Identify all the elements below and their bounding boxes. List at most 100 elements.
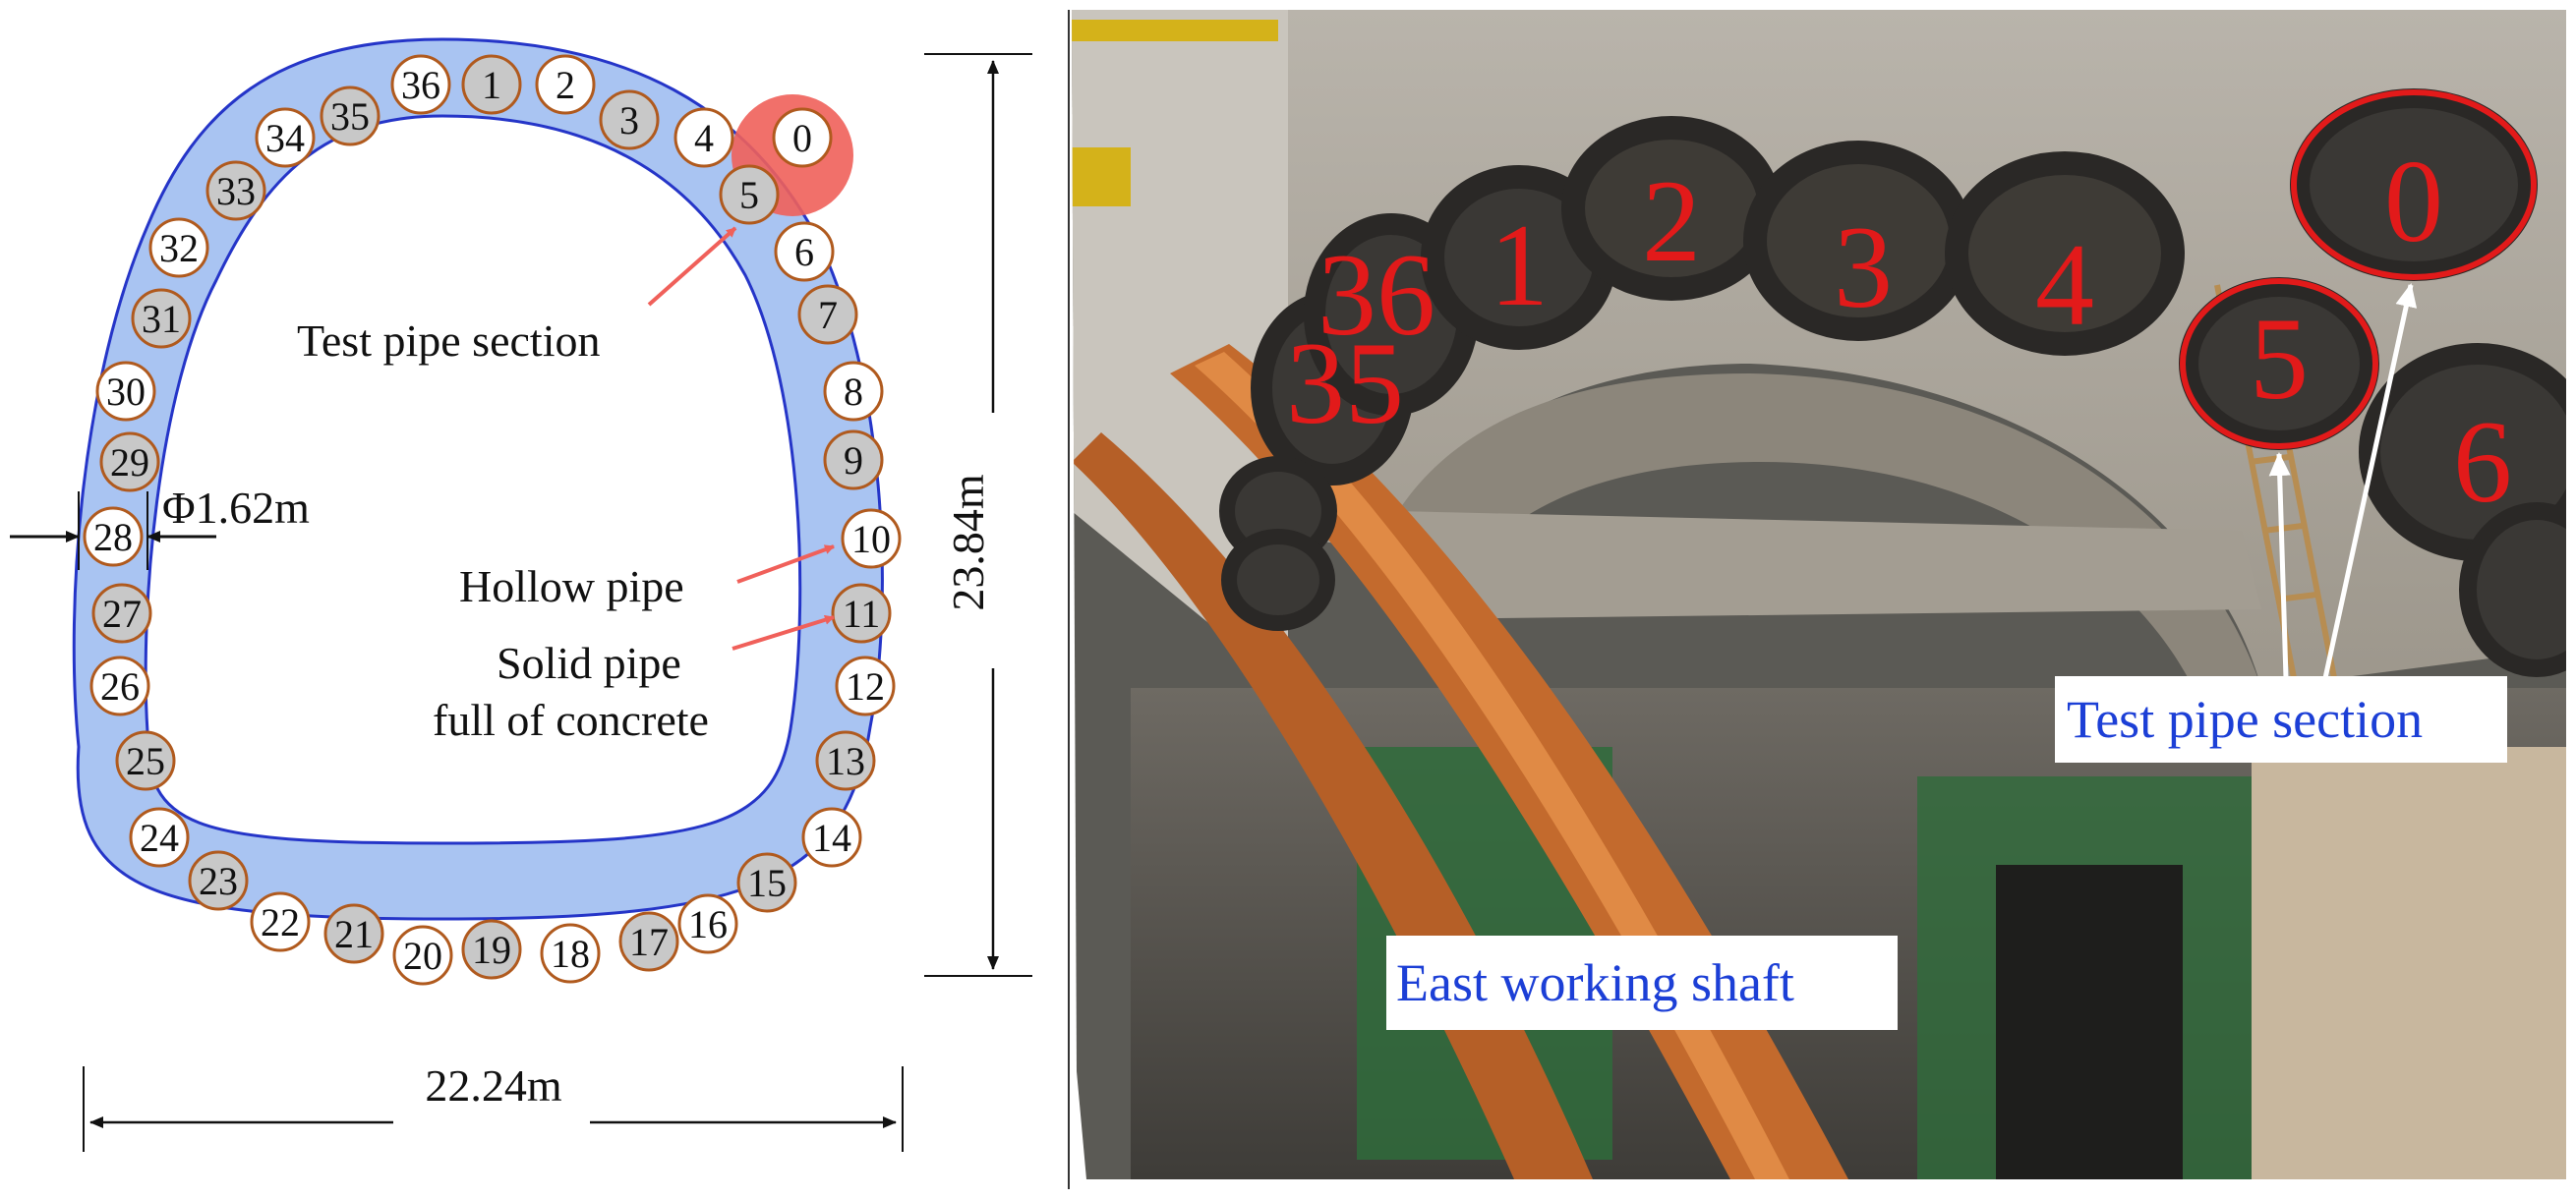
pipe-circle	[719, 164, 780, 225]
pipe-number: 35	[330, 94, 370, 139]
pipe-circle	[835, 656, 896, 716]
pipe-29: 29	[99, 431, 160, 492]
pipe-12: 12	[835, 656, 896, 716]
photo-pipe-number-2: 2	[1642, 155, 1701, 286]
pipe-9: 9	[823, 429, 884, 490]
pipe-number: 34	[265, 116, 305, 160]
pipe-number: 36	[401, 63, 440, 107]
test-section-label: Test pipe section	[297, 315, 600, 366]
pipe-circle	[115, 730, 176, 791]
concrete-ceiling	[1072, 10, 2566, 688]
test-pipe-5-outline	[2180, 278, 2378, 449]
pipe-35: 35	[320, 86, 381, 146]
pipe-36: 36	[390, 54, 451, 115]
pipe-6: 6	[774, 221, 835, 282]
pipe-number: 19	[472, 928, 511, 972]
pipe-number: 29	[110, 440, 149, 485]
photo-pipe-number-35: 35	[1286, 317, 1404, 448]
width-dimension: 22.24m	[83, 1060, 904, 1152]
pipe-25: 25	[115, 730, 176, 791]
pipe-28: 28	[83, 506, 144, 567]
pipe-circle	[535, 54, 596, 115]
pipe-openings	[1219, 88, 2566, 677]
pipe-number: 7	[818, 293, 838, 337]
pipe-circle	[831, 583, 892, 644]
pipe-number: 33	[216, 169, 256, 213]
photo-test-section-caption: Test pipe section	[2067, 690, 2423, 749]
pipe-27: 27	[91, 583, 152, 644]
pipe-18: 18	[540, 923, 601, 984]
solid-pipe-label-line1: Solid pipe	[497, 638, 681, 688]
pipe-23: 23	[188, 850, 249, 911]
pipe-circle	[823, 361, 884, 422]
pipe-10: 10	[841, 508, 902, 569]
test-arrow-to-0	[2322, 283, 2418, 679]
pipe-number: 24	[140, 816, 179, 860]
pipe-15: 15	[736, 852, 797, 913]
pipe-3: 3	[599, 89, 660, 150]
pipe-number: 22	[261, 900, 300, 944]
pipe-number: 28	[93, 515, 133, 559]
pipe-number: 15	[747, 861, 787, 905]
pipe-circle	[392, 925, 453, 986]
pipe-number: 12	[846, 664, 885, 709]
pipe-circle	[815, 730, 876, 791]
height-dimension: 23.84m	[924, 53, 1032, 977]
pipe-number: 1	[482, 63, 501, 107]
pipe-number: 11	[843, 592, 881, 636]
horizontal-beam	[1396, 511, 2261, 619]
pipe-circle	[736, 852, 797, 913]
pipe-circle	[677, 893, 738, 954]
pipe-number: 17	[629, 920, 669, 964]
pipe-22: 22	[250, 891, 311, 952]
pipe-number: 4	[694, 116, 714, 160]
arch-beam	[1376, 373, 2261, 708]
pipe-circle	[99, 431, 160, 492]
pipe-33: 33	[205, 160, 266, 221]
pipe-circle	[255, 107, 316, 168]
pipe-20: 20	[392, 925, 453, 986]
pipe-circle	[823, 429, 884, 490]
pipe-circle	[323, 903, 384, 964]
pipe-0: 0	[772, 107, 833, 168]
pipe-circle	[797, 284, 858, 345]
pipe-number: 5	[739, 173, 759, 217]
pipe-circle	[618, 911, 679, 972]
pipe-7: 7	[797, 284, 858, 345]
pipe-24: 24	[129, 807, 190, 868]
diameter-dimension: Φ1.62m	[10, 483, 310, 570]
pipe-circle	[801, 807, 862, 868]
pipe-number: 25	[126, 739, 165, 783]
diameter-label: Φ1.62m	[162, 483, 310, 533]
pipe-number: 6	[794, 230, 814, 274]
pipe-circle	[250, 891, 311, 952]
pipe-circle	[83, 506, 144, 567]
photo-pipe-number-1: 1	[1490, 200, 1549, 330]
pipe-circle	[390, 54, 451, 115]
pipe-number: 31	[142, 297, 181, 341]
pipe-number: 32	[159, 226, 199, 270]
photo-pipe-number-3: 3	[1834, 201, 1893, 332]
pipe-circle	[148, 217, 209, 278]
photo-pipe-number-6: 6	[2453, 396, 2512, 527]
pipe-circle	[540, 923, 601, 984]
pipe-circle	[320, 86, 381, 146]
pipe-number: 14	[812, 816, 851, 860]
pipe-16: 16	[677, 893, 738, 954]
pipe-number: 23	[199, 859, 238, 903]
photo-shaft-caption: East working shaft	[1396, 953, 1794, 1012]
pipe-number: 9	[844, 438, 863, 483]
pipe-number: 27	[102, 592, 142, 636]
pipe-13: 13	[815, 730, 876, 791]
pipe-number: 8	[844, 370, 863, 414]
pipe-14: 14	[801, 807, 862, 868]
pipe-circle	[599, 89, 660, 150]
pipe-circle	[131, 288, 192, 349]
photo-pipe-number-36: 36	[1317, 229, 1435, 360]
pipe-circle	[95, 361, 156, 422]
pipe-circle	[91, 583, 152, 644]
hollow-pipe-label: Hollow pipe	[459, 561, 684, 611]
solid-pipe-arrow	[732, 614, 835, 651]
